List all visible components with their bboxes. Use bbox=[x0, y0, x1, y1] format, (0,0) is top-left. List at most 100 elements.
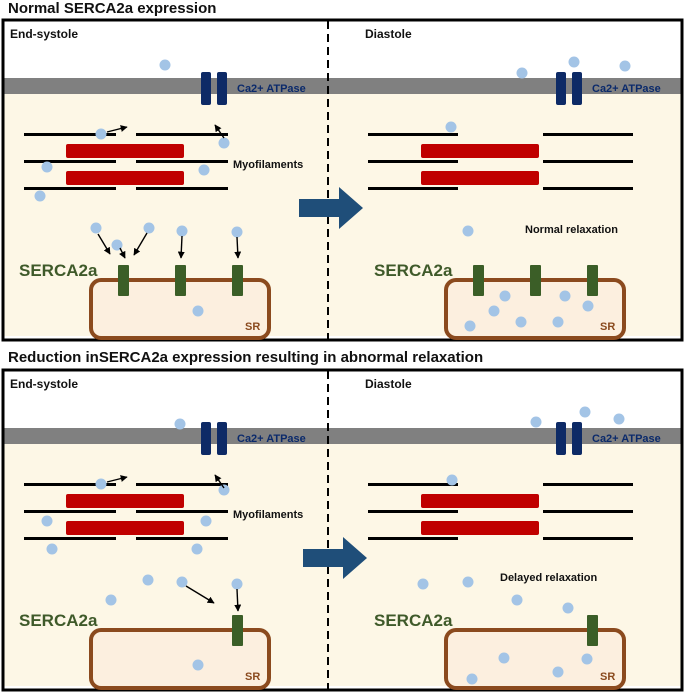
phase-label: Diastole bbox=[365, 27, 412, 41]
calcium-ion bbox=[191, 543, 203, 555]
serca2a-label: SERCA2a bbox=[19, 611, 98, 630]
calcium-ion bbox=[142, 574, 154, 586]
thick-filament bbox=[136, 133, 228, 136]
phase-label: Diastole bbox=[365, 377, 412, 391]
serca2a-pump bbox=[587, 265, 598, 296]
ca-atpase-label: Ca2+ ATPase bbox=[592, 433, 661, 445]
calcium-ion bbox=[619, 60, 631, 72]
thick-filament bbox=[368, 187, 458, 190]
calcium-ion bbox=[581, 653, 593, 665]
calcium-ion bbox=[34, 190, 46, 202]
thick-filament bbox=[543, 483, 633, 486]
thick-filament bbox=[136, 510, 228, 513]
calcium-ion bbox=[174, 418, 186, 430]
ion-movement-arrow bbox=[133, 232, 148, 256]
serca2a-label: SERCA2a bbox=[19, 261, 98, 280]
ion-movement-arrow bbox=[106, 125, 128, 133]
thin-filament bbox=[66, 521, 184, 535]
calcium-ion bbox=[105, 594, 117, 606]
calcium-ion bbox=[511, 594, 523, 606]
thin-filament bbox=[66, 171, 184, 185]
ca-atpase-pump-left-half bbox=[201, 72, 211, 105]
calcium-ion bbox=[559, 290, 571, 302]
thick-filament bbox=[136, 187, 228, 190]
calcium-ion bbox=[516, 67, 528, 79]
panel-border bbox=[1, 368, 684, 692]
serca2a-pump bbox=[473, 265, 484, 296]
thick-filament bbox=[543, 133, 633, 136]
thick-filament bbox=[368, 160, 458, 163]
serca2a-label: SERCA2a bbox=[374, 261, 453, 280]
thick-filament bbox=[368, 537, 458, 540]
calcium-ion bbox=[462, 225, 474, 237]
ion-movement-arrow bbox=[234, 588, 242, 612]
thick-filament bbox=[136, 160, 228, 163]
calcium-ion bbox=[192, 305, 204, 317]
transition-arrow bbox=[299, 187, 363, 229]
calcium-ion bbox=[515, 316, 527, 328]
thick-filament bbox=[543, 537, 633, 540]
serca2a-pump bbox=[587, 615, 598, 646]
calcium-ion bbox=[159, 59, 171, 71]
ion-movement-arrow bbox=[214, 474, 225, 489]
calcium-ion bbox=[464, 320, 476, 332]
calcium-ion bbox=[143, 222, 155, 234]
phase-label: End-systole bbox=[10, 377, 78, 391]
serca2a-pump bbox=[232, 615, 243, 646]
serca2a-pump bbox=[530, 265, 541, 296]
myofilaments-label: Myofilaments bbox=[233, 509, 303, 521]
serca2a-label: SERCA2a bbox=[374, 611, 453, 630]
ca-atpase-pump-right-half bbox=[217, 72, 227, 105]
calcium-ion bbox=[462, 576, 474, 588]
thin-filament bbox=[421, 494, 539, 508]
ca-atpase-pump-right-half bbox=[572, 72, 582, 105]
thin-filament bbox=[421, 171, 539, 185]
ca-atpase-label: Ca2+ ATPase bbox=[237, 433, 306, 445]
ion-movement-arrow bbox=[106, 475, 128, 483]
ion-movement-arrow bbox=[97, 233, 111, 255]
calcium-ion bbox=[95, 478, 107, 490]
relaxation-label: Delayed relaxation bbox=[500, 572, 597, 584]
thick-filament bbox=[24, 537, 116, 540]
thick-filament bbox=[24, 160, 116, 163]
calcium-ion bbox=[530, 416, 542, 428]
calcium-ion bbox=[466, 673, 478, 685]
relaxation-label: Normal relaxation bbox=[525, 224, 618, 236]
calcium-ion bbox=[218, 137, 230, 149]
thick-filament bbox=[24, 483, 116, 486]
cell-membrane bbox=[4, 428, 681, 444]
calcium-ion bbox=[41, 515, 53, 527]
ion-movement-arrow bbox=[177, 235, 185, 259]
serca2a-pump bbox=[118, 265, 129, 296]
calcium-ion bbox=[95, 128, 107, 140]
thin-filament bbox=[66, 144, 184, 158]
sr-label: SR bbox=[600, 671, 615, 683]
panel-border bbox=[1, 18, 684, 342]
ca-atpase-pump-right-half bbox=[217, 422, 227, 455]
calcium-ion bbox=[417, 578, 429, 590]
calcium-ion bbox=[498, 652, 510, 664]
sr-label: SR bbox=[245, 321, 260, 333]
ca-atpase-pump-left-half bbox=[201, 422, 211, 455]
calcium-ion bbox=[579, 406, 591, 418]
calcium-ion bbox=[176, 576, 188, 588]
thick-filament bbox=[368, 483, 458, 486]
ca-atpase-label: Ca2+ ATPase bbox=[237, 83, 306, 95]
calcium-ion bbox=[582, 300, 594, 312]
ion-movement-arrow bbox=[119, 247, 126, 259]
myofilaments-label: Myofilaments bbox=[233, 159, 303, 171]
sr-label: SR bbox=[245, 671, 260, 683]
calcium-ion bbox=[568, 56, 580, 68]
calcium-ion bbox=[41, 161, 53, 173]
thick-filament bbox=[24, 510, 116, 513]
calcium-ion bbox=[552, 666, 564, 678]
sarcoplasmic-reticulum bbox=[89, 628, 271, 690]
serca2a-pump bbox=[232, 265, 243, 296]
thick-filament bbox=[136, 483, 228, 486]
thin-filament bbox=[421, 144, 539, 158]
